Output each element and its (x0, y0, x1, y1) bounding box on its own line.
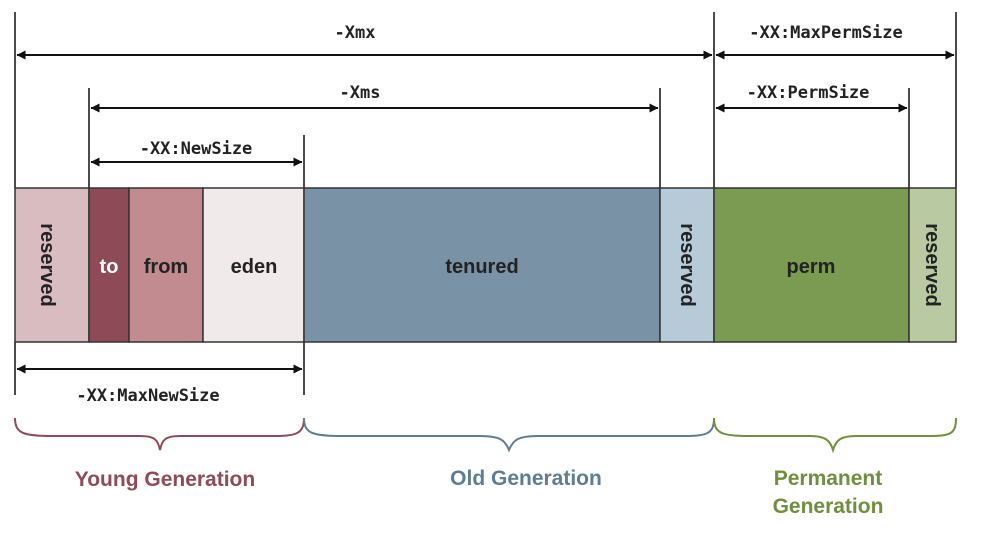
segment-eden-label: eden (231, 256, 278, 278)
permanent-generation-label-line-2: Generation (773, 495, 884, 518)
segment-eden (202, 187, 305, 343)
segment-reserved-old (659, 187, 715, 343)
xms-label: -Xms (340, 83, 381, 103)
segment-to-label: to (100, 256, 119, 278)
dimension-labels: -Xmx -XX:MaxPermSize -Xms -XX:PermSize -… (76, 23, 902, 406)
segment-reserved-young (14, 187, 90, 343)
generation-braces (14, 417, 957, 454)
segment-reserved-old-label: reserved (676, 223, 698, 306)
new-size-label: -XX:NewSize (140, 139, 253, 159)
segment-labels: reserved to from eden tenured reserved p… (36, 223, 943, 306)
segment-from (128, 187, 204, 343)
permanent-generation-label-line-1: Permanent (774, 467, 883, 490)
max-perm-size-label: -XX:MaxPermSize (749, 23, 903, 43)
max-new-size-label: -XX:MaxNewSize (76, 386, 219, 406)
segment-perm (713, 187, 910, 343)
segment-perm-label: perm (787, 256, 836, 278)
generation-labels: Young Generation Old Generation Permanen… (75, 467, 884, 518)
young-generation-label: Young Generation (75, 468, 255, 491)
old-generation-brace (303, 417, 715, 453)
segment-reserved-perm (908, 187, 957, 343)
segment-from-label: from (144, 256, 188, 278)
boundary-lines (14, 12, 957, 395)
permanent-generation-brace (713, 417, 957, 454)
perm-size-label: -XX:PermSize (747, 83, 870, 103)
young-generation-brace (14, 417, 305, 451)
memory-bar (14, 187, 957, 343)
segment-reserved-young-label: reserved (36, 223, 58, 306)
segment-tenured-label: tenured (445, 256, 518, 278)
segment-reserved-perm-label: reserved (921, 223, 943, 306)
old-generation-label: Old Generation (450, 467, 602, 490)
segment-tenured (303, 187, 661, 343)
dimension-arrows (16, 50, 955, 374)
segment-to (88, 187, 130, 343)
xmx-label: -Xmx (335, 23, 376, 43)
